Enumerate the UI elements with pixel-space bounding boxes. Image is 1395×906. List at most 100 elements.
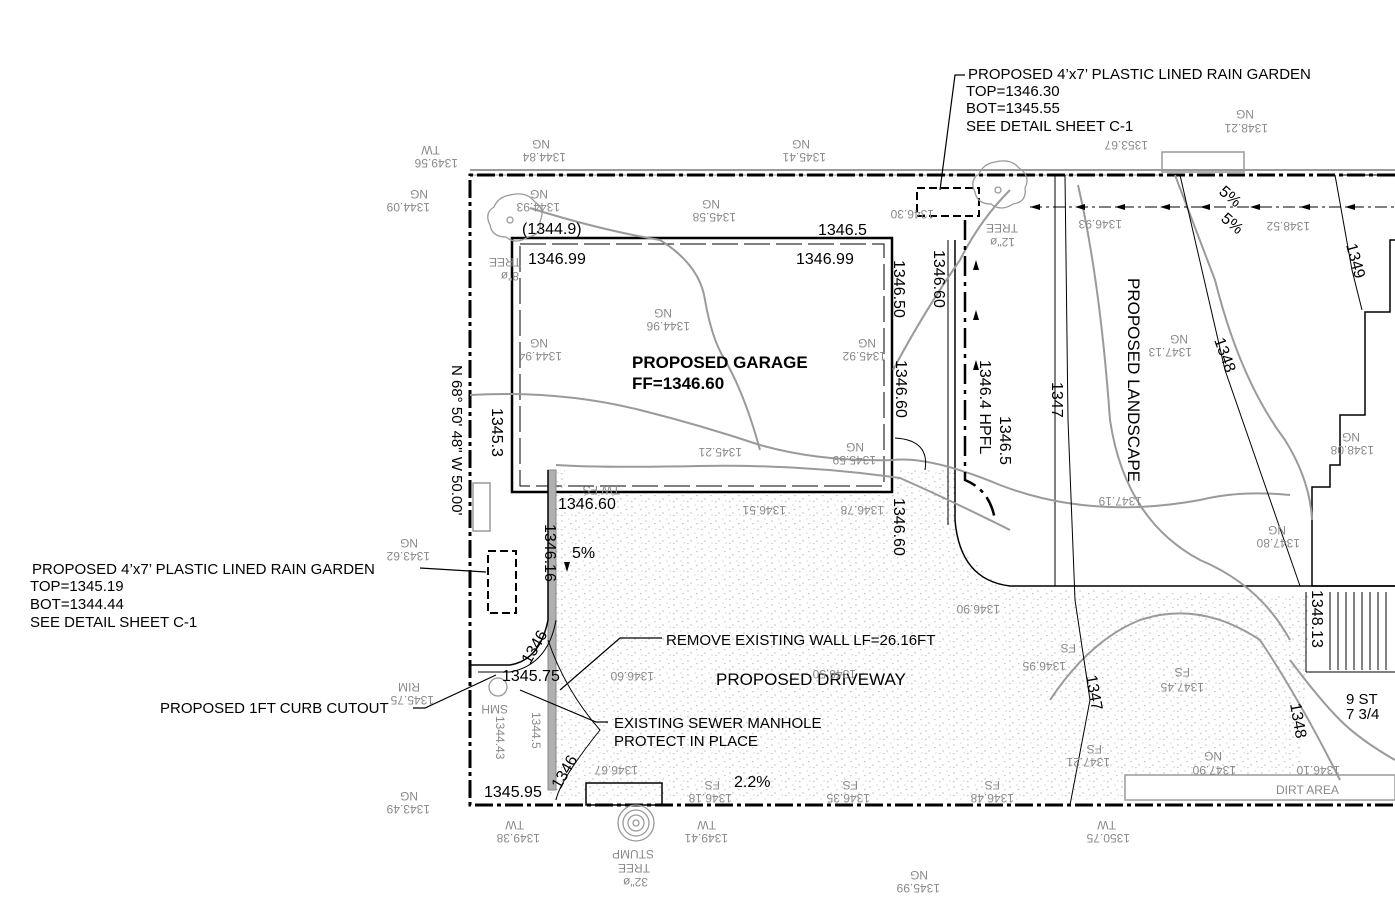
- swale-line: [963, 220, 997, 521]
- garage-ff: FF=1346.60: [632, 374, 724, 393]
- note-remove-wall: REMOVE EXISTING WALL LF=26.16FT: [666, 632, 935, 649]
- driveway-label: PROPOSED DRIVEWAY: [716, 670, 906, 689]
- svg-text:5%: 5%: [1217, 210, 1246, 238]
- svg-text:1347.45: 1347.45: [1160, 680, 1204, 694]
- svg-text:FS: FS: [985, 778, 1000, 792]
- svg-text:5%: 5%: [572, 545, 595, 562]
- svg-text:1344.94: 1344.94: [518, 349, 562, 363]
- existing-stairs-right: [1305, 592, 1395, 673]
- svg-text:RIM: RIM: [398, 680, 420, 694]
- tree-symbols: [487, 160, 1028, 842]
- svg-text:FS: FS: [1087, 742, 1102, 756]
- svg-text:1347.90: 1347.90: [1192, 763, 1236, 777]
- svg-text:NG: NG: [410, 187, 428, 201]
- svg-text:1347.21: 1347.21: [1066, 755, 1110, 769]
- svg-text:1346.60: 1346.60: [892, 360, 909, 418]
- svg-text:1345.21: 1345.21: [698, 445, 742, 459]
- svg-text:TOP=1346.30: TOP=1346.30: [966, 83, 1060, 100]
- svg-text:1345.99: 1345.99: [896, 881, 940, 895]
- svg-text:1345.58: 1345.58: [692, 210, 736, 224]
- svg-text:12"ø: 12"ø: [989, 235, 1015, 249]
- svg-text:1346.60: 1346.60: [558, 496, 616, 513]
- rain-garden-left: [487, 550, 517, 614]
- svg-text:BOT=1345.55: BOT=1345.55: [966, 100, 1060, 117]
- svg-text:1346.99: 1346.99: [796, 251, 854, 268]
- svg-text:1348.52: 1348.52: [1266, 219, 1310, 233]
- svg-text:1346.60: 1346.60: [890, 498, 907, 556]
- proposed-garage: [510, 236, 894, 494]
- svg-text:1345.59: 1345.59: [832, 453, 876, 467]
- svg-text:FS: FS: [843, 778, 858, 792]
- driveway-area: [548, 470, 1310, 800]
- existing-stairs-left: [472, 482, 491, 532]
- svg-text:1347.19: 1347.19: [1098, 494, 1142, 508]
- svg-text:TREE: TREE: [618, 861, 650, 875]
- walkway-edge: [470, 470, 549, 666]
- svg-text:1349.56: 1349.56: [414, 156, 458, 170]
- note-stairs-1: 9 ST: [1346, 691, 1378, 708]
- svg-text:NG: NG: [530, 187, 548, 201]
- svg-text:1345.92: 1345.92: [842, 349, 886, 363]
- svg-text:1344.96: 1344.96: [646, 319, 690, 333]
- svg-text:1347.13: 1347.13: [1148, 345, 1192, 359]
- svg-text:NG: NG: [1204, 749, 1222, 763]
- svg-text:1346.5: 1346.5: [996, 416, 1013, 465]
- svg-text:2.2%: 2.2%: [734, 774, 770, 791]
- svg-text:1345.75: 1345.75: [390, 693, 434, 707]
- svg-text:1344.84: 1344.84: [522, 150, 566, 164]
- note-rain-garden-top: PROPOSED 4’x7’ PLASTIC LINED RAIN GARDEN…: [966, 66, 1311, 135]
- bearing-label: N 68° 50' 48" W 50.00': [448, 365, 465, 516]
- svg-text:FS: FS: [705, 778, 720, 792]
- property-line: [468, 173, 1395, 807]
- svg-text:1344.93: 1344.93: [516, 200, 560, 214]
- svg-text:PROPOSED 4’x7’ PLASTIC LINED R: PROPOSED 4’x7’ PLASTIC LINED RAIN GARDEN: [32, 561, 375, 578]
- svg-text:1343.49: 1343.49: [386, 802, 430, 816]
- note-rain-garden-left: PROPOSED 4’x7’ PLASTIC LINED RAIN GARDEN…: [30, 561, 375, 631]
- svg-text:1349.41: 1349.41: [684, 831, 728, 845]
- svg-text:1346.48: 1346.48: [970, 791, 1014, 805]
- svg-text:1345.3: 1345.3: [488, 408, 505, 457]
- svg-text:SEE DETAIL SHEET C-1: SEE DETAIL SHEET C-1: [966, 118, 1133, 135]
- svg-text:1346.35: 1346.35: [826, 791, 870, 805]
- svg-text:NG: NG: [858, 336, 876, 350]
- svg-text:1346.99: 1346.99: [528, 251, 586, 268]
- svg-text:1346.78: 1346.78: [840, 503, 884, 517]
- svg-text:1350.75: 1350.75: [1086, 831, 1130, 845]
- svg-text:1346.16: 1346.16: [541, 524, 558, 582]
- svg-text:NG: NG: [846, 440, 864, 454]
- svg-text:1344.5: 1344.5: [529, 712, 543, 749]
- svg-text:1343.62: 1343.62: [386, 549, 430, 563]
- svg-text:1346.67: 1346.67: [594, 763, 638, 777]
- svg-text:1348.13: 1348.13: [1308, 590, 1325, 648]
- svg-text:1347.80: 1347.80: [1256, 536, 1300, 550]
- svg-text:NG: NG: [1268, 523, 1286, 537]
- garage-overhang: [519, 243, 885, 487]
- svg-text:NG: NG: [654, 306, 672, 320]
- svg-text:TREE: TREE: [489, 255, 521, 269]
- svg-text:1346.95: 1346.95: [1022, 659, 1066, 673]
- svg-text:NG: NG: [1236, 107, 1254, 121]
- svg-text:TW: TW: [601, 483, 620, 497]
- svg-text:1346.51: 1346.51: [742, 503, 786, 517]
- svg-text:FS: FS: [583, 483, 598, 497]
- svg-text:1346.90: 1346.90: [956, 602, 1000, 616]
- svg-text:NG: NG: [1342, 430, 1360, 444]
- svg-text:TW: TW: [421, 143, 440, 157]
- svg-text:NG: NG: [792, 137, 810, 151]
- svg-text:TREE: TREE: [986, 221, 1018, 235]
- existing-house-edge: [1311, 239, 1395, 587]
- svg-text:1346.5: 1346.5: [818, 222, 867, 239]
- landscape-label: PROPOSED LANDSCAPE: [1124, 278, 1143, 482]
- svg-text:1348.08: 1348.08: [1330, 443, 1374, 457]
- svg-text:NG: NG: [702, 197, 720, 211]
- svg-text:1344.09: 1344.09: [386, 200, 430, 214]
- svg-text:TW: TW: [697, 818, 716, 832]
- svg-text:NG: NG: [532, 137, 550, 151]
- svg-text:1347: 1347: [1048, 382, 1065, 418]
- svg-text:FS: FS: [1175, 665, 1190, 679]
- proposed-elevations: (1344.9) 1346.5 1346.99 1346.99 1346.60 …: [484, 183, 1325, 801]
- svg-text:1349.38: 1349.38: [496, 831, 540, 845]
- svg-text:1348: 1348: [1286, 702, 1309, 740]
- svg-text:STUMP: STUMP: [612, 847, 654, 861]
- landscape-edge: [954, 240, 1395, 587]
